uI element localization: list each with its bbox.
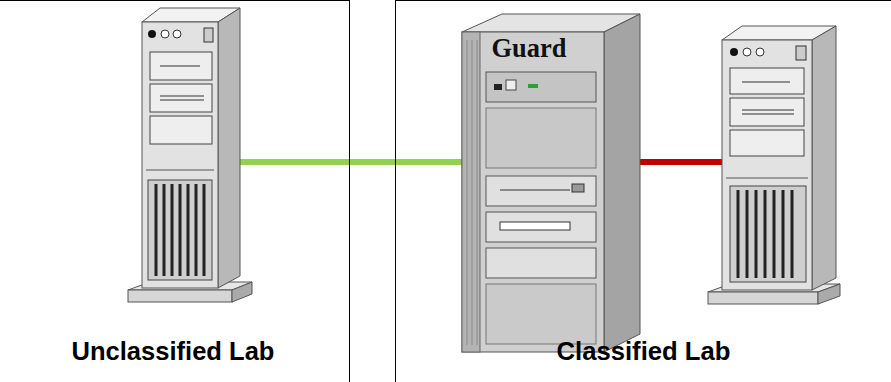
lab-panel: Classified Lab Guard bbox=[395, 0, 891, 382]
guard-box: Guard bbox=[452, 31, 606, 73]
unclassified-wire bbox=[240, 159, 462, 165]
lab-label: Unclassified Lab bbox=[0, 337, 349, 366]
guard-server bbox=[462, 14, 640, 352]
lab-panel: Unclassified Lab bbox=[0, 0, 350, 382]
computer-tower bbox=[128, 8, 252, 302]
device-label: Guard bbox=[452, 33, 606, 64]
computer-tower bbox=[708, 26, 840, 304]
classified-wire bbox=[638, 159, 722, 165]
lab-label: Classified Lab bbox=[396, 337, 891, 366]
